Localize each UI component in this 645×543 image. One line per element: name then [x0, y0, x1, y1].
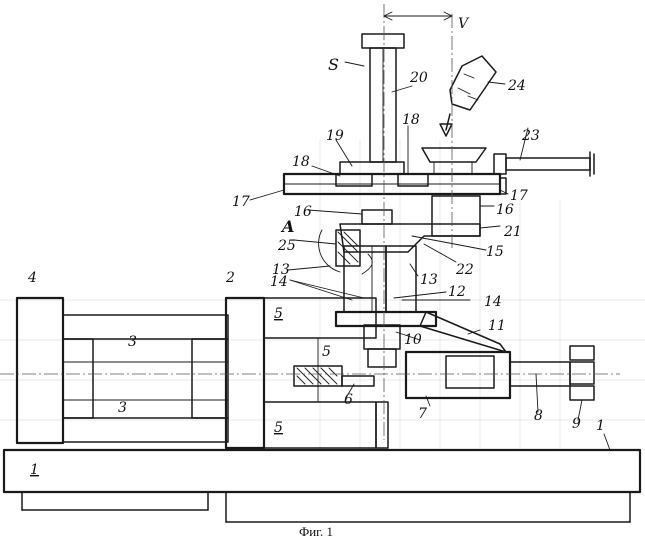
background-grid [0, 140, 645, 450]
label-16-right: 16 [496, 202, 514, 218]
label-3-top: 3 [128, 334, 137, 350]
label-8: 8 [534, 408, 543, 424]
label-11: 11 [488, 318, 506, 334]
label-10: 10 [404, 332, 422, 348]
label-24: 24 [507, 78, 526, 94]
label-25: 25 [277, 238, 296, 254]
label-14-left: 14 [270, 274, 288, 290]
transfer-carriage [284, 162, 506, 194]
label-1-left: 1 [30, 462, 39, 478]
label-19: 19 [326, 128, 344, 144]
label-2: 2 [225, 270, 235, 286]
label-13-right: 13 [420, 272, 438, 288]
label-23: 23 [521, 128, 540, 144]
drive-nuts [570, 346, 594, 400]
reference-labels: 1 1 2 3 3 4 5 5 5 6 7 8 9 10 11 12 13 13… [27, 55, 605, 478]
label-18-right: 18 [402, 112, 420, 128]
figure-caption: Фиг. 1 [299, 524, 333, 539]
label-18-left: 18 [292, 154, 310, 170]
label-1-right: 1 [596, 418, 605, 434]
feed-billet [440, 56, 496, 136]
label-16-left: 16 [294, 204, 312, 220]
mold-blocks [63, 339, 228, 418]
label-7: 7 [418, 406, 427, 422]
label-9: 9 [572, 416, 581, 432]
label-A: A [280, 217, 294, 236]
dimension-v: V [384, 12, 470, 32]
label-3-bottom: 3 [118, 400, 127, 416]
label-22: 22 [455, 262, 474, 278]
dimension-label: V [458, 16, 470, 32]
movable-platen [226, 298, 264, 448]
tie-bars [63, 315, 228, 442]
upper-column [362, 34, 404, 162]
feed-hopper [422, 148, 486, 174]
label-17-left: 17 [232, 194, 250, 210]
label-21: 21 [503, 224, 522, 240]
mold-cavity [294, 366, 374, 386]
label-15: 15 [486, 244, 504, 260]
machine-bed [4, 450, 640, 522]
support-post [376, 402, 388, 448]
leader-lines [250, 62, 610, 450]
label-20: 20 [409, 70, 428, 86]
label-4: 4 [27, 270, 37, 286]
label-5-c: 5 [274, 420, 283, 436]
label-5-b: 5 [322, 344, 331, 360]
label-14-right: 14 [484, 294, 502, 310]
label-6: 6 [344, 392, 353, 408]
label-12: 12 [448, 284, 466, 300]
label-S: S [328, 55, 339, 74]
label-17-right: 17 [510, 188, 528, 204]
label-5-a: 5 [274, 306, 283, 322]
end-plate [17, 298, 63, 443]
hydraulic-cylinder [494, 152, 594, 176]
injection-unit [406, 352, 570, 398]
